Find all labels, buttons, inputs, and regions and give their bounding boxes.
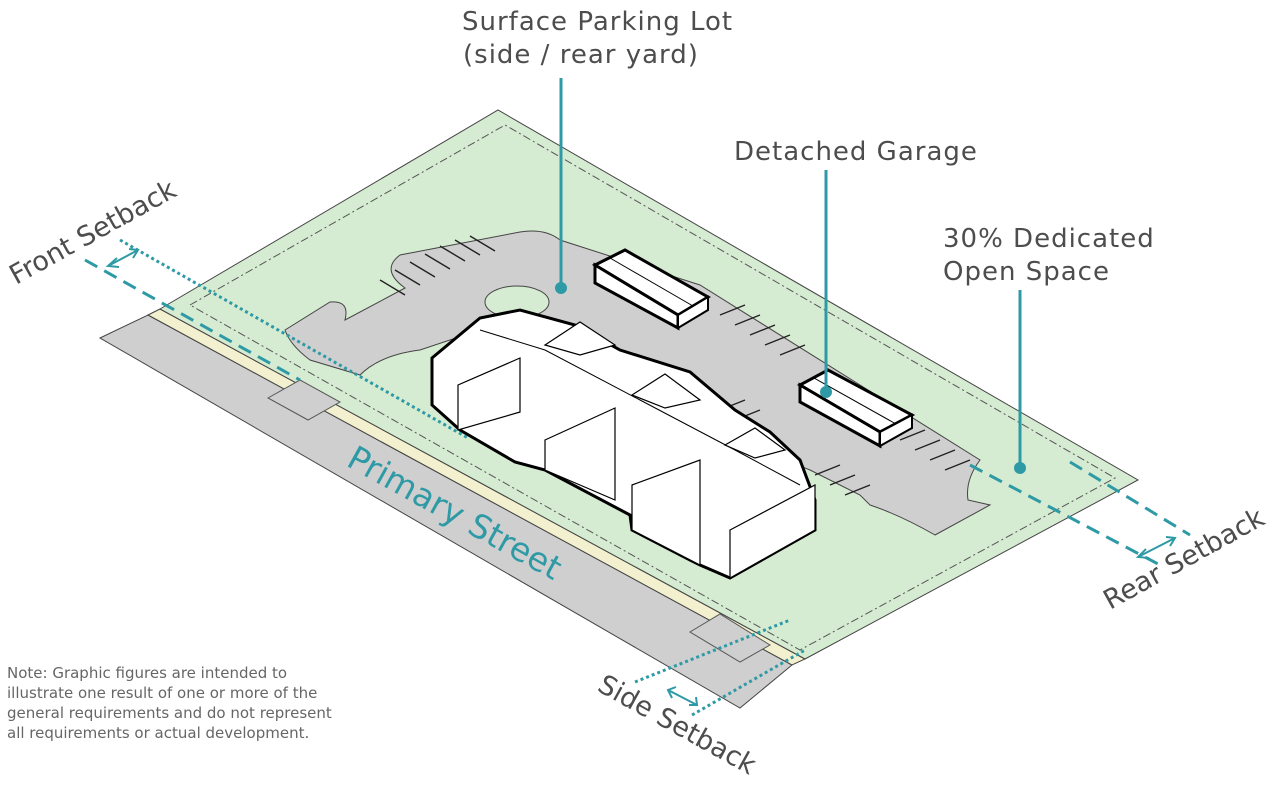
detached-garage xyxy=(796,368,916,449)
garage-callout: Detached Garage xyxy=(734,137,978,167)
parking-callout-dot xyxy=(555,282,567,294)
garage-callout-dot xyxy=(820,386,832,398)
front-setback-label: Front Setback xyxy=(4,174,181,291)
front-setback-dashed-line xyxy=(84,258,301,382)
rear-setback-label: Rear Setback xyxy=(1098,502,1270,616)
driveway-rear xyxy=(689,613,771,663)
setback-arrows xyxy=(105,248,1177,706)
building-gable-3 xyxy=(631,459,701,566)
driveway xyxy=(266,379,342,421)
open-space-callout-line1: 30% Dedicated xyxy=(943,224,1155,254)
building-gable-5 xyxy=(630,373,702,409)
front-setback-arrow-icon xyxy=(105,248,140,268)
side-setback-dotted-line-2 xyxy=(691,648,806,717)
open-space-callout-dot xyxy=(1014,462,1026,474)
rear-setback-dashed-line xyxy=(969,463,1161,567)
setback-lines xyxy=(84,238,1191,717)
side-setback-dotted-line xyxy=(634,618,791,684)
side-setback-arrow-icon xyxy=(666,686,699,706)
setback-boundary-line xyxy=(188,124,1117,651)
rear-setback-arrow-icon xyxy=(1135,536,1177,559)
parking-stalls xyxy=(379,235,971,496)
building-front-wall xyxy=(729,484,816,580)
parking-lot xyxy=(284,230,992,536)
roof-ridge xyxy=(479,329,801,486)
building-gable-6 xyxy=(723,427,787,459)
callout-leaders xyxy=(559,78,1022,468)
detached-garage-top xyxy=(591,248,711,331)
rear-setback-dashed-line-2 xyxy=(1069,460,1191,537)
open-space-callout-line2: Open Space xyxy=(943,257,1110,287)
building-gable-1 xyxy=(457,357,521,431)
parking-callout-line2: (side / rear yard) xyxy=(463,40,699,70)
parking-callout-line1: Surface Parking Lot xyxy=(462,7,733,37)
building-gable-4 xyxy=(543,321,617,356)
main-building xyxy=(430,308,817,580)
disclaimer-note: Note: Graphic figures are intended to il… xyxy=(7,664,332,742)
building-gable-2 xyxy=(544,407,616,501)
front-setback-dotted-line xyxy=(119,238,469,440)
